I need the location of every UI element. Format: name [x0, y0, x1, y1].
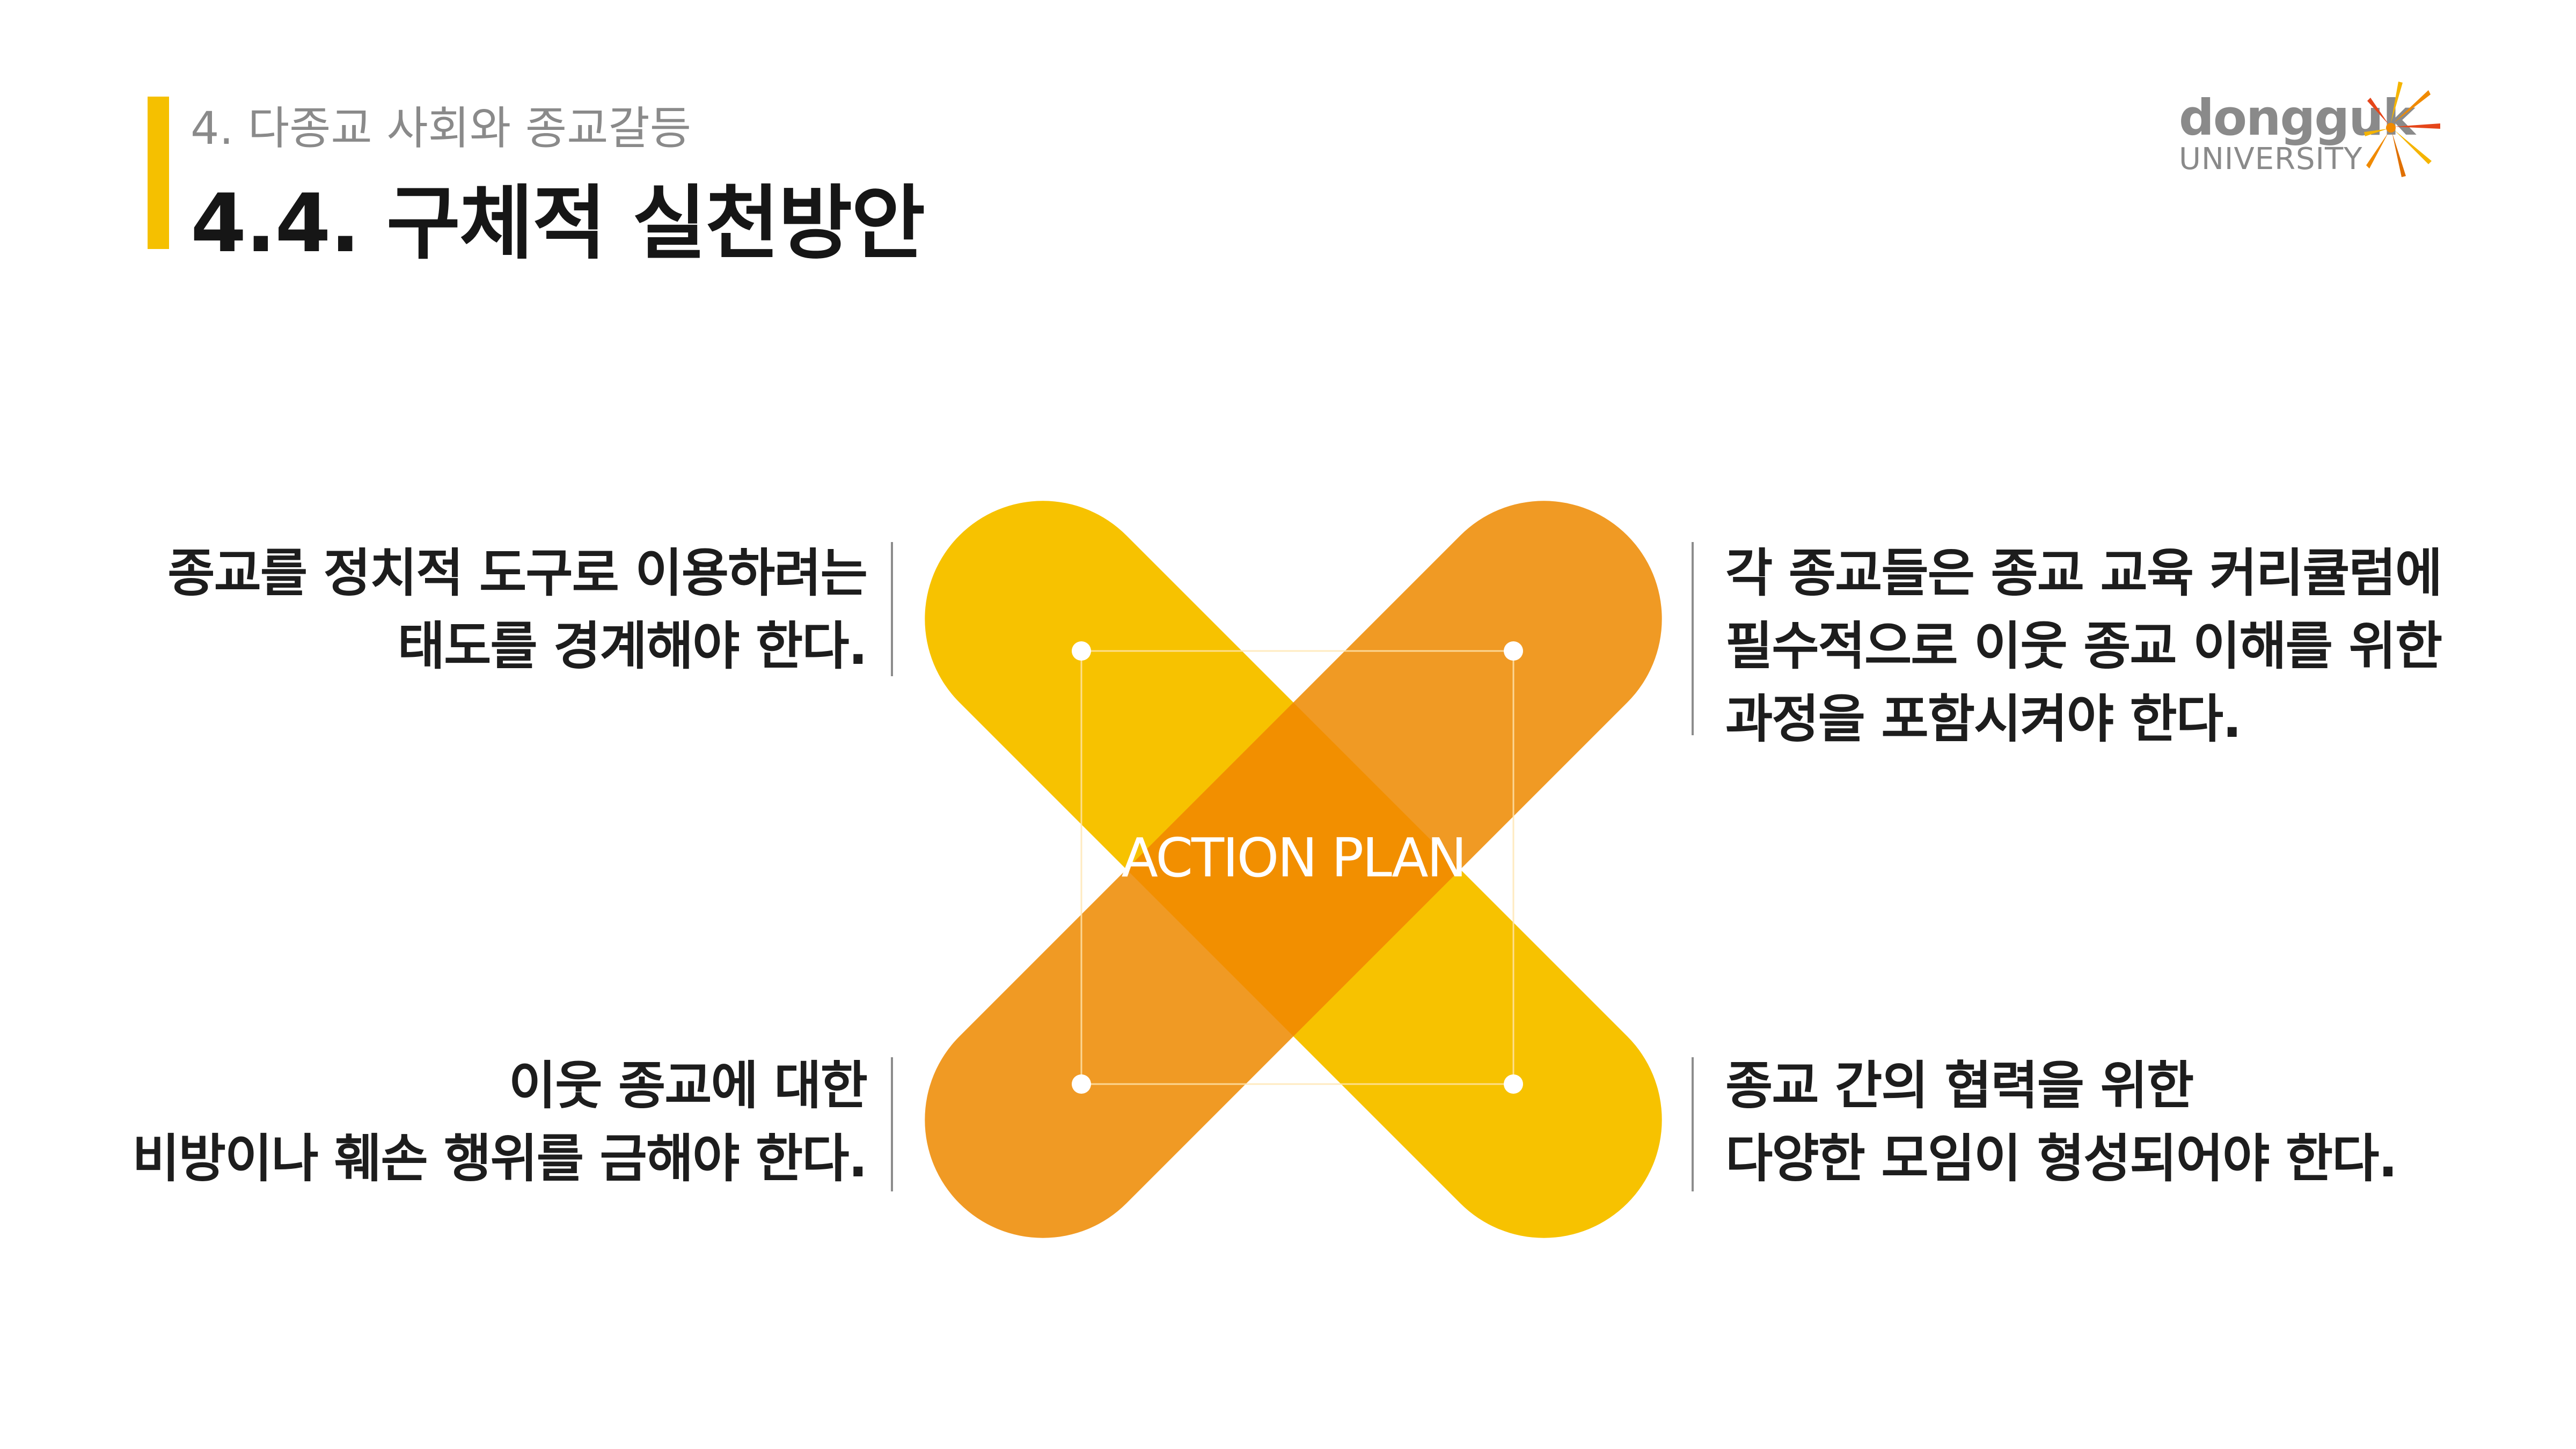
node-dot-bottom-right	[1504, 1074, 1523, 1094]
plan-item-line: 과정을 포함시켜야 한다.	[1725, 689, 2242, 749]
logo-wordmark: dongguk	[2179, 89, 2416, 147]
plan-item-bottom-left: 이웃 종교에 대한 비방이나 훼손 행위를 금해야 한다.	[132, 1049, 868, 1195]
plan-item-line: 각 종교들은 종교 교육 커리큘럼에	[1725, 543, 2442, 603]
divider-bottom-right	[1692, 1057, 1694, 1191]
plan-item-line: 종교를 정치적 도구로 이용하려는	[167, 543, 868, 603]
title-accent-bar	[148, 97, 169, 249]
divider-top-left	[891, 542, 893, 676]
center-label: ACTION PLAN	[1121, 826, 1467, 889]
lotus-burst-icon	[2364, 82, 2440, 177]
plan-item-line: 비방이나 훼손 행위를 금해야 한다.	[132, 1129, 868, 1189]
plan-item-bottom-right: 종교 간의 협력을 위한 다양한 모임이 형성되어야 한다.	[1725, 1049, 2398, 1195]
section-label: 4. 다종교 사회와 종교갈등	[191, 102, 692, 155]
node-dot-top-right	[1504, 641, 1523, 661]
page-title: 4.4. 구체적 실천방안	[191, 177, 925, 270]
overlap-diamond	[1126, 702, 1460, 1036]
plan-item-line: 다양한 모임이 형성되어야 한다.	[1725, 1129, 2398, 1189]
plan-item-line: 종교 간의 협력을 위한	[1725, 1056, 2194, 1116]
plan-item-line: 필수적으로 이웃 종교 이해를 위한	[1725, 616, 2442, 676]
node-dot-top-left	[1072, 641, 1091, 661]
plan-item-line: 이웃 종교에 대한	[508, 1056, 868, 1116]
plan-item-top-right: 각 종교들은 종교 교육 커리큘럼에 필수적으로 이웃 종교 이해를 위한 과정…	[1725, 537, 2442, 756]
plan-item-top-left: 종교를 정치적 도구로 이용하려는 태도를 경계해야 한다.	[167, 537, 868, 683]
logo-subtitle: UNIVERSITY	[2179, 142, 2363, 177]
plan-item-line: 태도를 경계해야 한다.	[397, 616, 868, 676]
divider-top-right	[1692, 542, 1694, 735]
connector-frame	[1080, 650, 1514, 1085]
university-logo: dongguk UNIVERSITY	[2141, 80, 2442, 182]
node-dot-bottom-left	[1072, 1074, 1091, 1094]
divider-bottom-left	[891, 1057, 893, 1191]
